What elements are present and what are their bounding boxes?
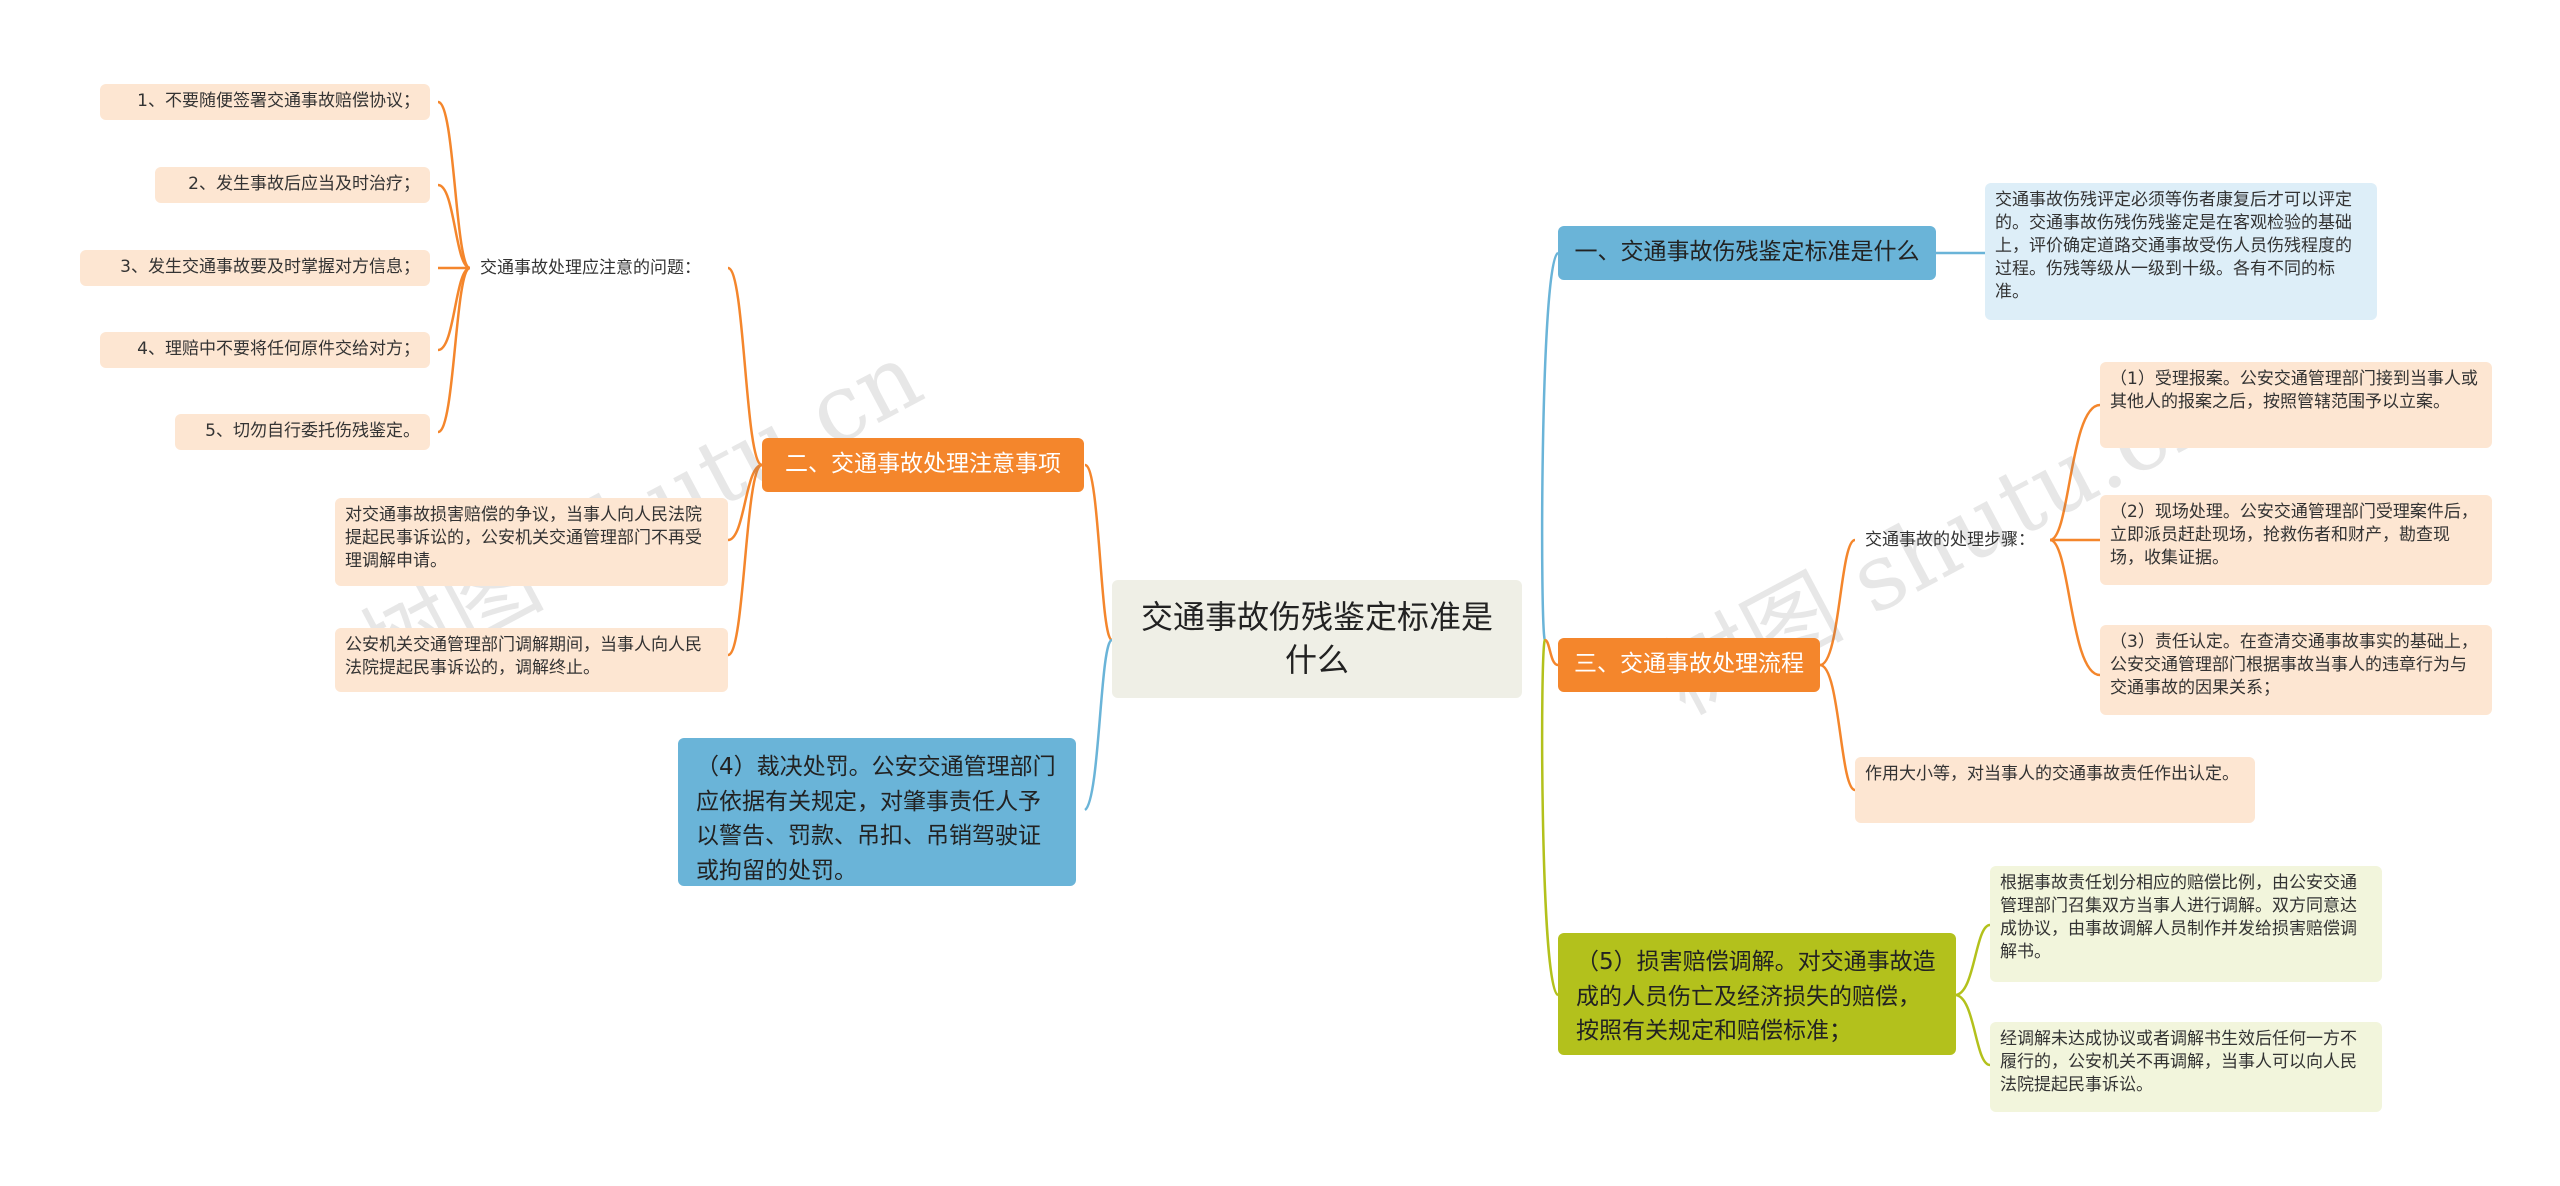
root-topic[interactable]: 交通事故伤残鉴定标准是什么 — [1112, 580, 1522, 698]
branch-2-title[interactable]: 二、交通事故处理注意事项 — [762, 438, 1084, 492]
branch-2-item-1[interactable]: 1、不要随便签署交通事故赔偿协议； — [100, 84, 430, 120]
branch-3-step-1[interactable]: （1）受理报案。公安交通管理部门接到当事人或其他人的报案之后，按照管辖范围予以立… — [2100, 362, 2492, 448]
branch-2-item-4[interactable]: 4、理赔中不要将任何原件交给对方； — [100, 332, 430, 368]
branch-3-extra[interactable]: 作用大小等，对当事人的交通事故责任作出认定。 — [1855, 757, 2255, 823]
branch-5-title[interactable]: （5）损害赔偿调解。对交通事故造成的人员伤亡及经济损失的赔偿，按照有关规定和赔偿… — [1558, 933, 1956, 1055]
branch-4-title[interactable]: （4）裁决处罚。公安交通管理部门应依据有关规定，对肇事责任人予以警告、罚款、吊扣… — [678, 738, 1076, 886]
branch-3-subtitle[interactable]: 交通事故的处理步骤： — [1865, 529, 2035, 550]
branch-2-item-2[interactable]: 2、发生事故后应当及时治疗； — [155, 167, 430, 203]
branch-2-extra-1[interactable]: 对交通事故损害赔偿的争议，当事人向人民法院提起民事诉讼的，公安机关交通管理部门不… — [335, 498, 728, 586]
branch-1-title[interactable]: 一、交通事故伤残鉴定标准是什么 — [1558, 226, 1936, 280]
branch-3-step-3[interactable]: （3）责任认定。在查清交通事故事实的基础上，公安交通管理部门根据事故当事人的违章… — [2100, 625, 2492, 715]
branch-3-title[interactable]: 三、交通事故处理流程 — [1558, 638, 1820, 692]
branch-2-extra-2[interactable]: 公安机关交通管理部门调解期间，当事人向人民法院提起民事诉讼的，调解终止。 — [335, 628, 728, 692]
branch-3-step-2[interactable]: （2）现场处理。公安交通管理部门受理案件后，立即派员赶赴现场，抢救伤者和财产，勘… — [2100, 495, 2492, 585]
branch-2-subtitle[interactable]: 交通事故处理应注意的问题： — [480, 257, 701, 278]
branch-2-item-3[interactable]: 3、发生交通事故要及时掌握对方信息； — [80, 250, 430, 286]
branch-2-item-5[interactable]: 5、切勿自行委托伤残鉴定。 — [175, 414, 430, 450]
branch-5-leaf-1[interactable]: 根据事故责任划分相应的赔偿比例，由公安交通管理部门召集双方当事人进行调解。双方同… — [1990, 866, 2382, 982]
branch-5-leaf-2[interactable]: 经调解未达成协议或者调解书生效后任何一方不履行的，公安机关不再调解，当事人可以向… — [1990, 1022, 2382, 1112]
branch-1-leaf[interactable]: 交通事故伤残评定必须等伤者康复后才可以评定的。交通事故伤残伤残鉴定是在客观检验的… — [1985, 183, 2377, 320]
